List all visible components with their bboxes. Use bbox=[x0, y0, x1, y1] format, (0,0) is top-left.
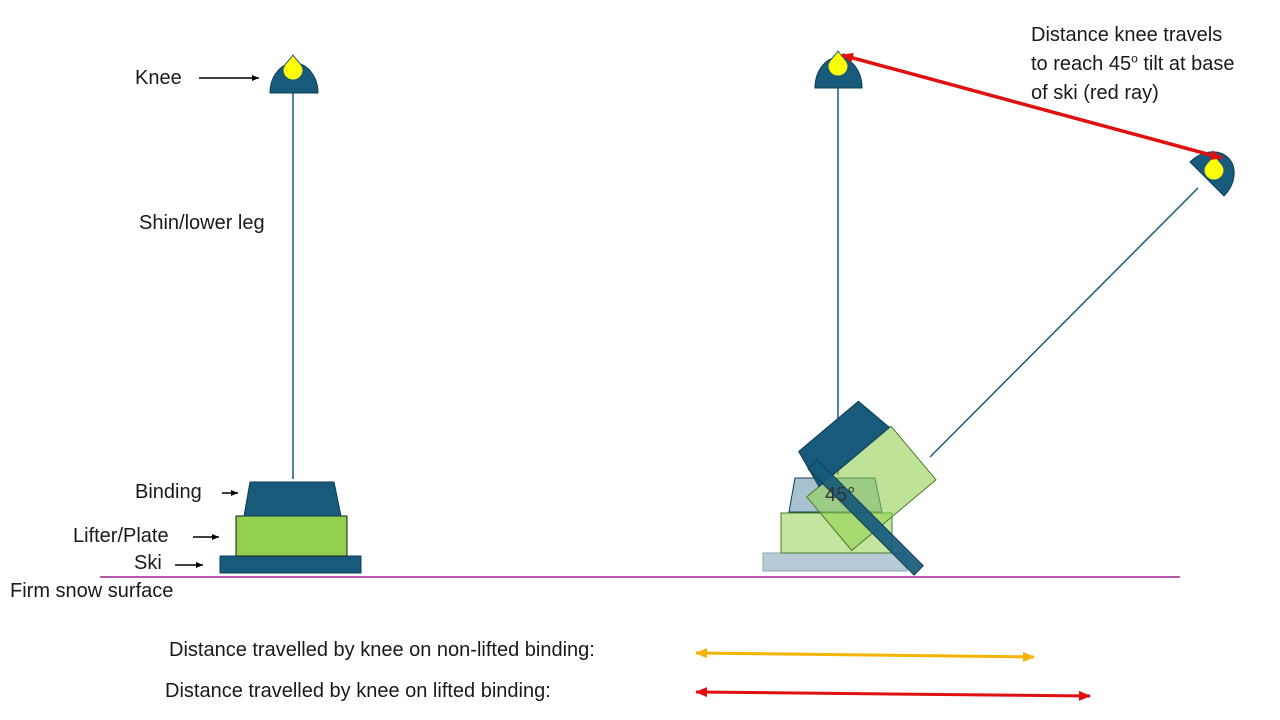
non-lifted-label: Distance travelled by knee on non-lifted… bbox=[169, 639, 595, 661]
shin-label: Shin/lower leg bbox=[139, 212, 265, 234]
red-ray-line-3: of ski (red ray) bbox=[1031, 82, 1159, 104]
red-ray-line-2-pre: to reach 45 bbox=[1031, 53, 1132, 75]
lifter-plate-label: Lifter/Plate bbox=[73, 525, 169, 547]
red-ray-line-2: to reach 45o tilt at base bbox=[1031, 50, 1280, 79]
red-ray-description: Distance knee travels to reach 45o tilt … bbox=[1031, 21, 1280, 108]
lifted-label: Distance travelled by knee on lifted bin… bbox=[165, 680, 551, 702]
red-ray-arrow bbox=[841, 53, 1223, 160]
binding-left bbox=[243, 481, 342, 517]
lifter-plate-left bbox=[235, 515, 348, 557]
knee-cap-right-tilted bbox=[1203, 154, 1225, 181]
binding-label: Binding bbox=[135, 481, 202, 503]
snow-surface-label: Firm snow surface bbox=[10, 580, 174, 602]
ski-right-tilted bbox=[807, 459, 924, 576]
shin-right-tilted bbox=[929, 187, 1199, 458]
ski-left bbox=[219, 555, 362, 574]
degree-superscript: o bbox=[1131, 51, 1138, 66]
knee-cap-left bbox=[282, 54, 304, 81]
ski-right-upright bbox=[762, 552, 908, 572]
ski-label: Ski bbox=[134, 552, 162, 574]
non-lifted-distance-arrow bbox=[695, 648, 1035, 662]
angle-label: 45° bbox=[825, 484, 856, 506]
red-ray-line-2-post: tilt at base bbox=[1137, 53, 1235, 75]
red-ray-line-1: Distance knee travels bbox=[1031, 24, 1223, 46]
lifted-distance-arrow bbox=[695, 687, 1091, 701]
knee-label: Knee bbox=[135, 67, 182, 89]
